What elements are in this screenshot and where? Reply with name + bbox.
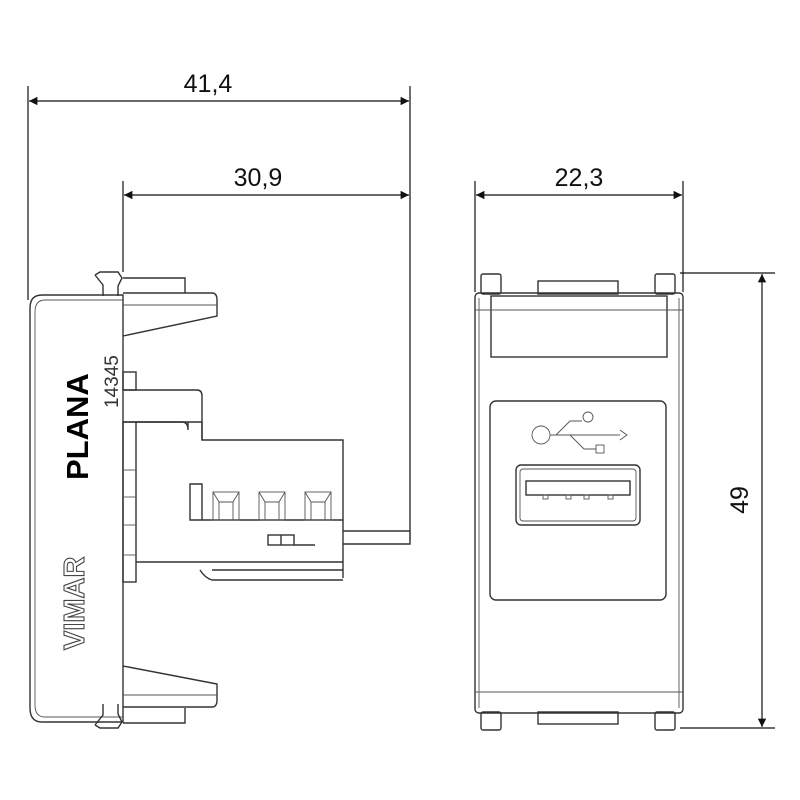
usb-icon <box>531 411 628 454</box>
dimension-label-height: 49 <box>726 486 754 514</box>
side-view: PLANA 14345 VIMAR <box>29 271 411 729</box>
dimension-width: 22,3 <box>474 164 684 292</box>
usb-socket-frame <box>489 400 667 601</box>
usb-type-a-socket <box>515 464 641 526</box>
dimension-label-width: 22,3 <box>555 164 604 192</box>
dimension-label-overall-depth: 41,4 <box>184 70 233 98</box>
product-line-label: PLANA <box>60 373 95 480</box>
dimension-label-rear-depth: 30,9 <box>234 164 283 192</box>
dimension-height: 49 <box>680 272 775 729</box>
terminal-screws <box>212 491 332 521</box>
dimension-overall-depth: 41,4 <box>27 70 411 540</box>
article-code-label: 14345 <box>102 355 123 408</box>
dimension-rear-depth: 30,9 <box>122 164 409 272</box>
brand-logo: VIMAR <box>59 557 91 651</box>
front-view <box>474 273 684 731</box>
